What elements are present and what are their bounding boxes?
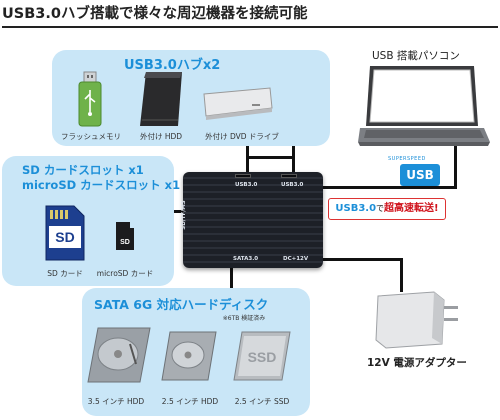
- sd-card-print: SD: [55, 229, 74, 245]
- ssd-print: SSD: [248, 349, 277, 365]
- flash-drive-caption: フラッシュメモリ: [61, 132, 121, 141]
- page-headline: USB3.0ハブ搭載で様々な周辺機器を接続可能: [2, 6, 308, 22]
- adapter-cable-vertical: [400, 258, 403, 292]
- speed-callout-de: で: [376, 204, 385, 213]
- usb-port-right: [281, 174, 297, 178]
- hub-port-label-left: USB3.0: [235, 182, 258, 188]
- adapter-cable-horizontal: [300, 258, 402, 261]
- laptop-icon: [358, 66, 490, 146]
- hub-bottom-label-right: DC+12V: [283, 256, 309, 262]
- speed-callout-emphasis: 超高速転送!: [384, 203, 439, 214]
- usb-port-left: [235, 174, 251, 178]
- laptop-cable-horizontal: [323, 186, 457, 189]
- ssd-2-5-caption: 2.5 インチ SSD: [234, 397, 290, 406]
- sd-card-icon: SD: [45, 205, 85, 261]
- hub-device: USB3.0 USB3.0 SD/TF/MS SATA3.0 DC+12V: [180, 172, 323, 268]
- hdd-2-5-icon: [161, 331, 217, 381]
- microsd-card-icon: SD: [116, 222, 134, 250]
- usb-hub-panel-title: USB3.0ハブx2: [124, 58, 221, 73]
- usb-hub-panel: USB3.0ハブx2 フラッシュメモリ 外付け HDD 外付け DVD ドライブ: [52, 50, 330, 146]
- sd-card-caption: SD カード: [47, 269, 83, 278]
- hub-bottom-label-left: SATA3.0: [233, 256, 259, 262]
- external-hdd-caption: 外付け HDD: [139, 132, 183, 141]
- sata-panel-note: ※6TB 検証済み: [222, 315, 266, 322]
- external-dvd-caption: 外付け DVD ドライブ: [205, 132, 279, 141]
- sata-panel-title: SATA 6G 対応ハードディスク: [94, 297, 269, 312]
- microsd-card-print: SD: [120, 239, 130, 246]
- usb-cable-right: [292, 146, 295, 172]
- sd-connector: [174, 210, 183, 213]
- power-adapter-icon: [375, 291, 458, 349]
- laptop-cable-vertical: [454, 140, 457, 189]
- sata-connector: [230, 268, 233, 288]
- microsd-card-caption: microSD カード: [96, 269, 154, 278]
- ssd-2-5-icon: SSD: [233, 331, 291, 381]
- laptop-label: USB 搭載パソコン: [372, 50, 460, 62]
- speed-callout-usb: USB3.0: [335, 203, 377, 214]
- usb-logo-badge: USB: [400, 164, 440, 186]
- speed-callout: USB3.0で超高速転送!: [328, 198, 446, 220]
- superspeed-label: SUPERSPEED: [388, 156, 426, 162]
- sd-card-panel: SD カードスロット x1 microSD カードスロット x1 SD SD カ…: [2, 156, 180, 286]
- hdd-2-5-caption: 2.5 インチ HDD: [161, 397, 219, 406]
- external-hdd-icon: [140, 72, 182, 126]
- power-adapter-label: 12V 電源アダプター: [367, 357, 467, 369]
- sd-panel-title-line2: microSD カードスロット x1: [22, 178, 181, 192]
- external-dvd-drive-icon: [203, 87, 273, 120]
- usb-cable-link: [246, 156, 295, 159]
- sata-panel: SATA 6G 対応ハードディスク ※6TB 検証済み 3.5 インチ HDD …: [82, 288, 310, 416]
- usb-flash-drive-icon: [78, 71, 102, 127]
- hub-side-label: SD/TF/MS: [180, 200, 187, 230]
- hdd-3-5-icon: [87, 327, 151, 383]
- hdd-3-5-caption: 3.5 インチ HDD: [87, 397, 145, 406]
- sd-panel-title-line1: SD カードスロット x1: [22, 163, 144, 177]
- usb-cable-left: [246, 146, 249, 172]
- headline-rule: [2, 26, 498, 28]
- hub-port-label-right: USB3.0: [281, 182, 304, 188]
